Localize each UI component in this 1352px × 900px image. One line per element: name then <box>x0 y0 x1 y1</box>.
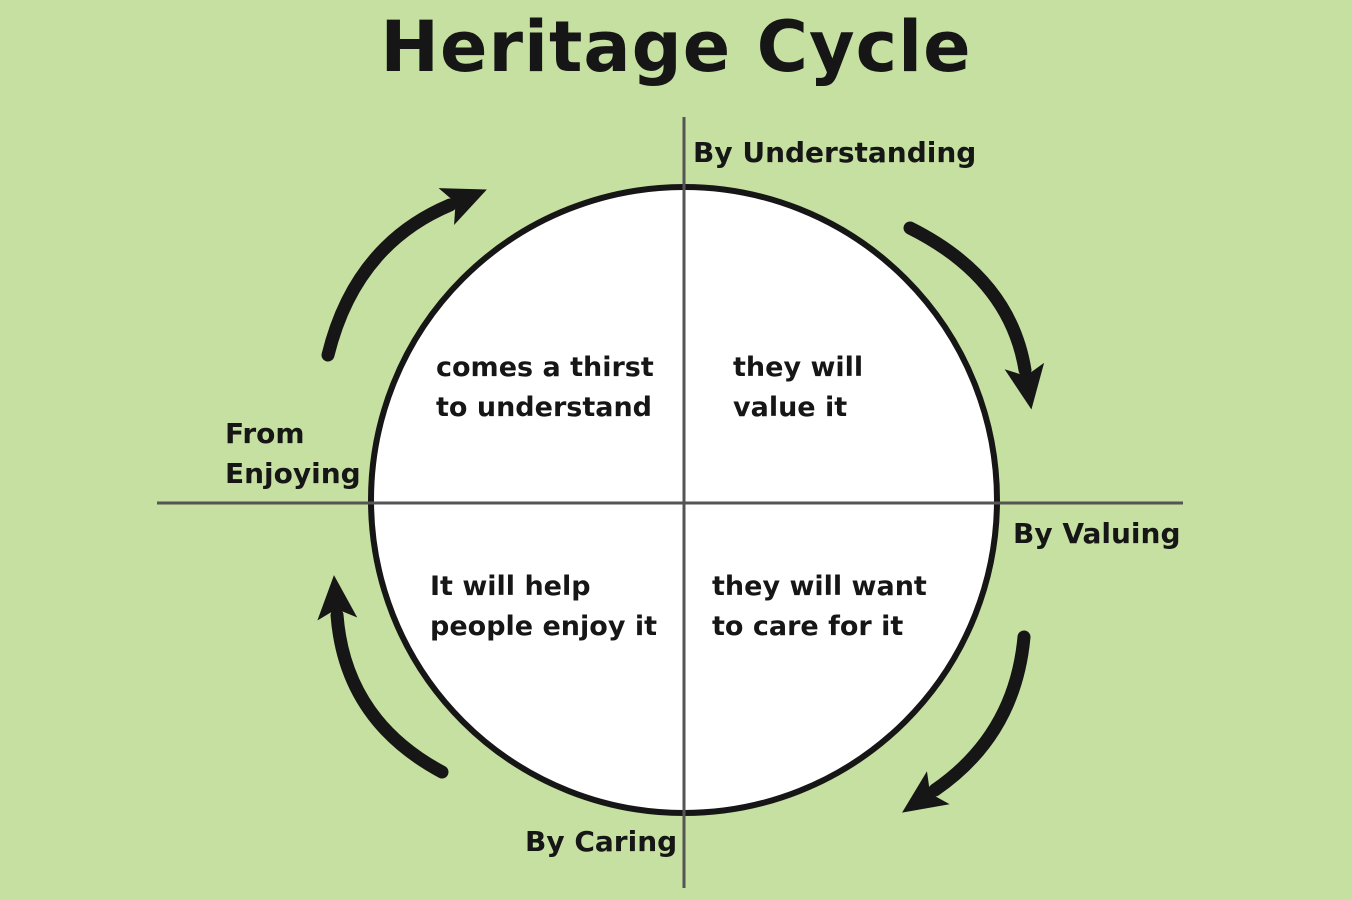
quadrant-top-right: they will value it <box>733 348 863 428</box>
curved-arrow-icon <box>321 188 487 362</box>
diagram-title: Heritage Cycle <box>380 6 972 88</box>
quadrant-text-line: they will want <box>712 571 927 602</box>
curved-arrow-icon <box>317 575 449 779</box>
axis-label-bottom: By Caring <box>525 825 678 858</box>
quadrant-top-left: comes a thirst to understand <box>436 348 654 428</box>
axis-label-top: By Understanding <box>693 136 977 169</box>
axis-label-left: From Enjoying <box>225 414 361 494</box>
curved-arrow-icon <box>903 221 1045 410</box>
axis-label-right: By Valuing <box>1013 517 1181 550</box>
quadrant-text-line: comes a thirst <box>436 352 654 383</box>
quadrant-text-line: value it <box>733 392 848 423</box>
quadrant-text-line: to understand <box>436 392 652 423</box>
quadrant-text-line: people enjoy it <box>430 611 657 642</box>
quadrant-bottom-right: they will want to care for it <box>712 567 927 647</box>
quadrant-text-line: they will <box>733 352 864 383</box>
quadrant-text-line: It will help <box>430 571 591 602</box>
curved-arrow-icon <box>902 630 1031 813</box>
axis-label-left-line1: From <box>225 417 305 450</box>
quadrant-bottom-left: It will help people enjoy it <box>430 567 657 647</box>
quadrant-text-line: to care for it <box>712 611 904 642</box>
axis-label-left-line2: Enjoying <box>225 457 361 490</box>
